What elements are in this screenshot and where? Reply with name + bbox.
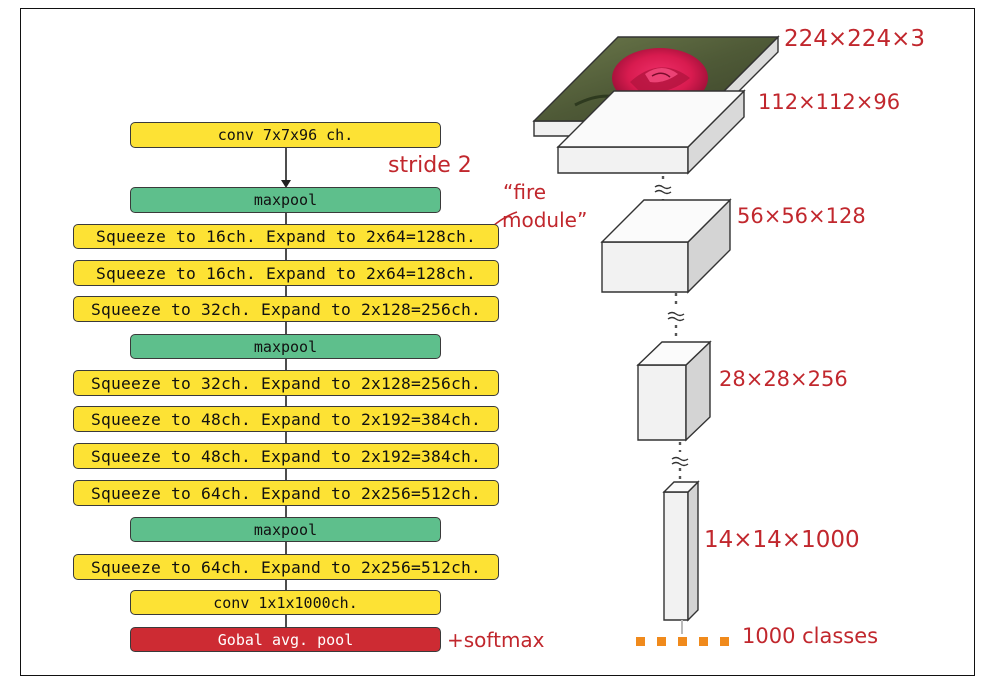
classes-label: 1000 classes: [742, 624, 879, 648]
approx-icon: [654, 184, 689, 467]
dim-56-label: 56×56×128: [737, 204, 866, 228]
block-28x28x256: [636, 340, 712, 442]
maxpool3-box: maxpool: [130, 517, 441, 542]
class-dot: [678, 637, 687, 646]
block-14x14x1000: [662, 480, 700, 622]
dim-112-label: 112×112×96: [758, 90, 901, 114]
fire7-box: Squeeze to 48ch. Expand to 2x192=384ch.: [73, 443, 499, 469]
softmax-note: +softmax: [447, 628, 545, 652]
conv1-box: conv 7x7x96 ch.: [130, 122, 441, 148]
maxpool1-box: maxpool: [130, 187, 441, 213]
fire-module-note-line1: “fire: [503, 180, 547, 204]
dim-28-label: 28×28×256: [719, 367, 848, 391]
arrow-head: [281, 180, 291, 188]
avgpool-box: Gobal avg. pool: [130, 627, 441, 652]
fire3-box: Squeeze to 16ch. Expand to 2x64=128ch.: [73, 260, 499, 286]
fire2-box: Squeeze to 16ch. Expand to 2x64=128ch.: [73, 224, 499, 249]
block-56x56x128: [600, 198, 732, 294]
dim-input-label: 224×224×3: [784, 26, 925, 52]
fire6-box: Squeeze to 48ch. Expand to 2x192=384ch.: [73, 406, 499, 432]
class-dot: [699, 637, 708, 646]
fire5-box: Squeeze to 32ch. Expand to 2x128=256ch.: [73, 370, 499, 396]
conv1-output-block: [556, 89, 746, 175]
conv10-box: conv 1x1x1000ch.: [130, 590, 441, 615]
diagram-frame: [20, 8, 975, 676]
fire8-box: Squeeze to 64ch. Expand to 2x256=512ch.: [73, 480, 499, 506]
fire9-box: Squeeze to 64ch. Expand to 2x256=512ch.: [73, 554, 499, 580]
dim-14-label: 14×14×1000: [704, 527, 860, 553]
class-dot: [720, 637, 729, 646]
fire-module-note-line2: module”: [502, 208, 588, 232]
class-dot: [657, 637, 666, 646]
fire4-box: Squeeze to 32ch. Expand to 2x128=256ch.: [73, 296, 499, 322]
maxpool2-box: maxpool: [130, 334, 441, 359]
class-dot: [636, 637, 645, 646]
class-dots: [636, 637, 729, 646]
stride-note: stride 2: [388, 153, 472, 178]
